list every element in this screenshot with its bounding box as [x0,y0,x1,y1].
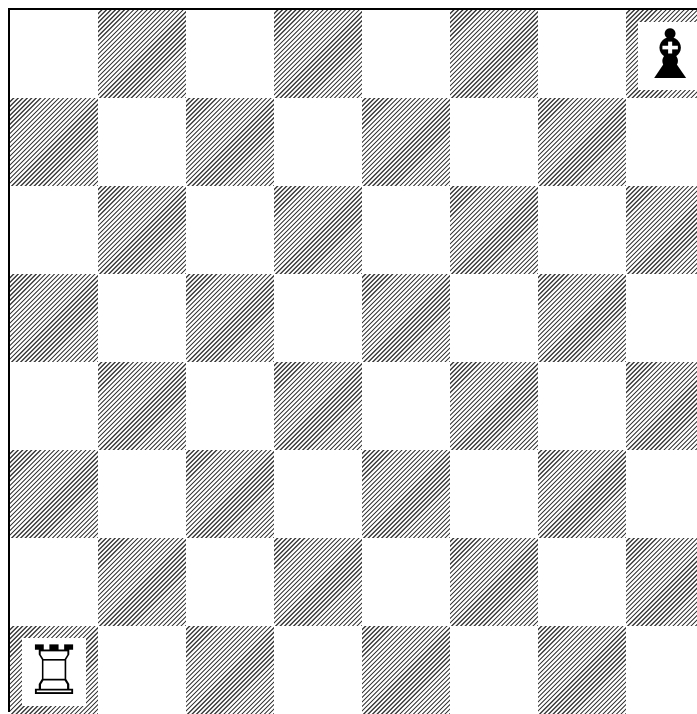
square-b7[interactable] [98,98,186,186]
square-a6[interactable] [10,186,98,274]
square-b4[interactable] [98,362,186,450]
square-d4[interactable] [274,362,362,450]
square-h4[interactable] [626,362,697,450]
square-e5[interactable] [362,274,450,362]
square-g8[interactable] [538,10,626,98]
square-e4[interactable] [362,362,450,450]
square-b1[interactable] [98,626,186,714]
square-h7[interactable] [626,98,697,186]
square-c5[interactable] [186,274,274,362]
square-f1[interactable] [450,626,538,714]
square-h3[interactable] [626,450,697,538]
square-g5[interactable] [538,274,626,362]
square-f2[interactable] [450,538,538,626]
square-b5[interactable] [98,274,186,362]
square-b3[interactable] [98,450,186,538]
square-h2[interactable] [626,538,697,626]
white-rook-icon[interactable]: ♖ [22,638,87,706]
square-h8[interactable]: ♝ [626,10,697,98]
square-b8[interactable] [98,10,186,98]
square-c6[interactable] [186,186,274,274]
square-a5[interactable] [10,274,98,362]
square-g2[interactable] [538,538,626,626]
square-d2[interactable] [274,538,362,626]
square-e3[interactable] [362,450,450,538]
square-d7[interactable] [274,98,362,186]
square-d8[interactable] [274,10,362,98]
black-bishop-icon[interactable]: ♝ [638,22,697,90]
square-a3[interactable] [10,450,98,538]
square-e7[interactable] [362,98,450,186]
square-f3[interactable] [450,450,538,538]
square-g4[interactable] [538,362,626,450]
square-a8[interactable] [10,10,98,98]
square-a7[interactable] [10,98,98,186]
square-a2[interactable] [10,538,98,626]
square-h1[interactable] [626,626,697,714]
square-a4[interactable] [10,362,98,450]
square-e6[interactable] [362,186,450,274]
square-g3[interactable] [538,450,626,538]
square-e2[interactable] [362,538,450,626]
square-d6[interactable] [274,186,362,274]
square-c7[interactable] [186,98,274,186]
square-g6[interactable] [538,186,626,274]
square-h6[interactable] [626,186,697,274]
square-d1[interactable] [274,626,362,714]
square-g7[interactable] [538,98,626,186]
square-f4[interactable] [450,362,538,450]
square-g1[interactable] [538,626,626,714]
square-c2[interactable] [186,538,274,626]
square-c1[interactable] [186,626,274,714]
square-f7[interactable] [450,98,538,186]
square-b2[interactable] [98,538,186,626]
square-f6[interactable] [450,186,538,274]
square-c8[interactable] [186,10,274,98]
square-a1[interactable]: ♖ [10,626,98,714]
square-b6[interactable] [98,186,186,274]
square-d5[interactable] [274,274,362,362]
square-f5[interactable] [450,274,538,362]
square-c3[interactable] [186,450,274,538]
square-e1[interactable] [362,626,450,714]
square-h5[interactable] [626,274,697,362]
square-d3[interactable] [274,450,362,538]
chess-board: ♝♖ [8,8,697,712]
square-f8[interactable] [450,10,538,98]
square-e8[interactable] [362,10,450,98]
square-c4[interactable] [186,362,274,450]
